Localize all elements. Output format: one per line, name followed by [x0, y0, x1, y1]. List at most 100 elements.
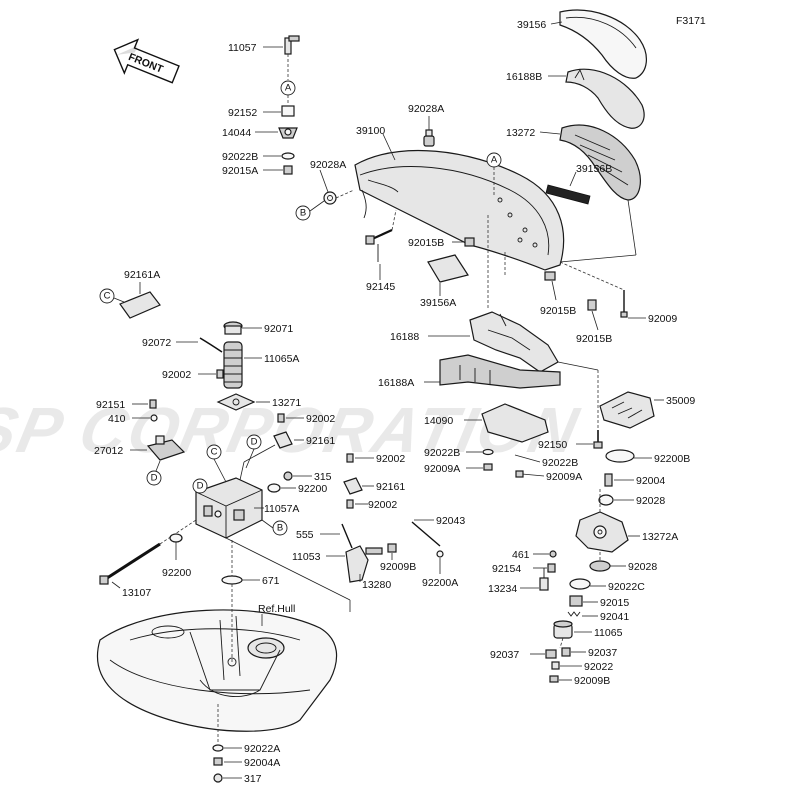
part-92161a-drawing [119, 291, 161, 319]
svg-text:C: C [104, 291, 111, 302]
label-11065: 11065 [594, 627, 623, 639]
label-92022b-b: 92022B [542, 457, 578, 469]
part-92015-drawing [569, 595, 583, 607]
svg-text:D: D [197, 481, 204, 492]
part-92200-b-drawing [169, 533, 183, 543]
label-92015: 92015 [600, 597, 629, 609]
part-92145-drawing [365, 209, 397, 262]
label-92072: 92072 [142, 337, 171, 349]
label-92200-b: 92200 [162, 567, 191, 579]
label-92037-b: 92037 [588, 647, 617, 659]
label-39156a: 39156A [420, 297, 456, 309]
svg-text:A: A [491, 155, 498, 166]
label-39100: 39100 [356, 125, 385, 137]
label-92022b-mid: 92022B [424, 447, 460, 459]
callout-b-box: B [272, 520, 288, 536]
part-14044-drawing [278, 127, 298, 139]
part-92200a-drawing [436, 550, 444, 558]
label-11057a: 11057A [264, 503, 299, 515]
svg-text:C: C [211, 447, 218, 458]
label-92037-a: 92037 [490, 649, 519, 661]
part-39156b-drawing [545, 184, 591, 205]
label-92009a-b: 92009A [546, 471, 582, 483]
part-555-drawing [341, 523, 353, 549]
part-13107-drawing [99, 542, 161, 585]
label-14090: 14090 [424, 415, 453, 427]
part-315-drawing [283, 471, 293, 481]
label-16188a: 16188A [378, 377, 414, 389]
label-92151: 92151 [96, 399, 125, 411]
label-16188b: 16188B [506, 71, 542, 83]
part-92028-a-drawing [598, 494, 614, 506]
label-555: 555 [296, 529, 314, 541]
label-13280: 13280 [362, 579, 391, 591]
part-92022c-drawing [569, 578, 591, 590]
label-92022a: 92022A [244, 743, 280, 755]
label-11053: 11053 [292, 551, 321, 563]
part-39156-drawing [559, 9, 647, 79]
label-92150: 92150 [538, 439, 567, 451]
label-92028a-top: 92028A [408, 103, 444, 115]
part-92043-drawing [411, 521, 441, 547]
part-35009-drawing [599, 391, 655, 429]
part-92009a-a-drawing [483, 463, 493, 471]
part-92037-b-drawing [561, 647, 571, 657]
label-92015b-b: 92015B [540, 305, 576, 317]
part-16188b-drawing [565, 68, 645, 129]
part-13234-drawing [539, 568, 549, 591]
front-arrow-icon [113, 38, 180, 84]
part-92002-b-drawing [277, 413, 285, 423]
svg-text:D: D [251, 437, 258, 448]
label-27012: 27012 [94, 445, 123, 457]
label-92004a: 92004A [244, 757, 280, 769]
label-92002-c: 92002 [376, 453, 405, 465]
part-92009b-a-drawing [387, 543, 397, 553]
label-14044: 14044 [222, 127, 251, 139]
part-92200b-drawing [605, 449, 635, 463]
part-92072-drawing [199, 337, 223, 353]
part-92022-drawing [551, 661, 560, 670]
label-13272a: 13272A [642, 531, 678, 543]
part-92071-drawing [223, 321, 243, 335]
label-92041: 92041 [600, 611, 629, 623]
part-39100-deck-drawing [354, 149, 565, 271]
part-92004a-drawing [213, 757, 223, 766]
label-39156b: 39156B [576, 163, 612, 175]
label-92154: 92154 [492, 563, 521, 575]
label-92009b-a: 92009B [380, 561, 416, 573]
part-92028a-left-drawing [323, 191, 337, 205]
label-92022b-top: 92022B [222, 151, 258, 163]
part-13272a-drawing [575, 511, 629, 553]
part-11065-drawing [553, 620, 573, 639]
part-317-drawing [213, 773, 223, 783]
callout-c-left: C [99, 288, 115, 304]
part-92022b-drawing [281, 152, 295, 160]
svg-text:D: D [151, 473, 158, 484]
label-16188: 16188 [390, 331, 419, 343]
callout-d-mid: D [246, 434, 262, 450]
svg-text:A: A [285, 83, 292, 94]
part-92002-d-drawing [346, 499, 354, 509]
part-92154-drawing [547, 563, 556, 573]
figure-code: F3171 [676, 15, 706, 27]
part-92161-a-drawing [273, 431, 293, 449]
label-13234: 13234 [488, 583, 517, 595]
part-92002-a-drawing [216, 369, 224, 379]
part-461-drawing [549, 550, 557, 558]
label-410: 410 [108, 413, 126, 425]
part-92002-c-drawing [346, 453, 354, 463]
label-13271: 13271 [272, 397, 301, 409]
part-92200-a-drawing [267, 483, 281, 493]
part-92022a-drawing [212, 744, 224, 752]
label-92161a: 92161A [124, 269, 160, 281]
part-27012-drawing [146, 435, 186, 461]
label-92028-b: 92028 [628, 561, 657, 573]
label-92009a-a: 92009A [424, 463, 460, 475]
part-14090-drawing [481, 403, 549, 443]
part-92041-drawing [567, 611, 581, 617]
label-92043: 92043 [436, 515, 465, 527]
part-92009b-b-drawing [549, 675, 559, 683]
label-92161-b: 92161 [376, 481, 405, 493]
callout-d-box: D [192, 478, 208, 494]
